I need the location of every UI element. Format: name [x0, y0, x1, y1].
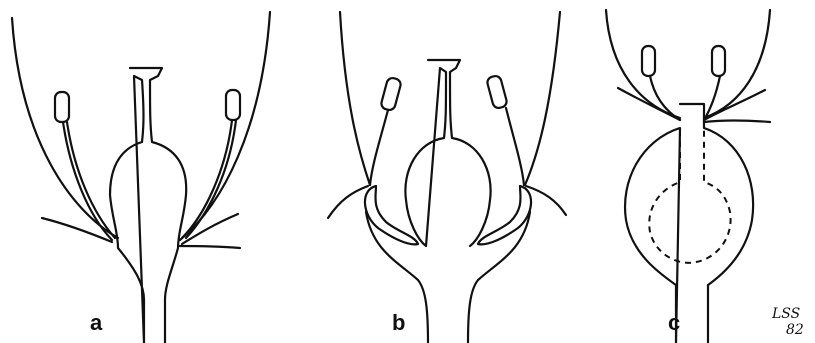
panel-c-locule: [649, 130, 730, 263]
panel-b-petal-left: [328, 186, 368, 218]
panel-c-ovary: [625, 104, 753, 343]
panel-c-petal-right2: [704, 121, 770, 123]
panel-a-perianth-right: [180, 12, 270, 240]
panel-c-petal-right: [704, 90, 765, 120]
panel-c-petal-left: [618, 88, 680, 120]
panel-a-filament-left2: [67, 122, 115, 238]
panel-b: b: [328, 12, 566, 343]
panel-a: a: [12, 12, 270, 343]
panel-b-pistil: [405, 60, 490, 246]
panel-b-filament-left: [370, 110, 388, 185]
panel-a-label: a: [90, 310, 103, 335]
panel-c-anther-right: [712, 46, 725, 76]
panel-b-perianth-left: [340, 12, 370, 185]
panel-c: c: [606, 10, 770, 343]
panel-b-anther-left: [380, 77, 402, 112]
panel-c-anther-left: [642, 46, 655, 76]
panel-b-filament-right: [506, 108, 524, 185]
panel-a-petal-right2: [180, 246, 240, 248]
panel-a-pistil: [110, 68, 186, 343]
panel-b-label: b: [392, 310, 405, 335]
artist-signature: LSS 82: [771, 306, 804, 338]
panel-c-perianth-right: [704, 10, 770, 118]
panel-b-receptacle: [366, 212, 530, 343]
panel-a-anther-left: [55, 92, 69, 122]
panel-a-anther-right: [226, 90, 240, 120]
panel-b-anther-right: [486, 75, 508, 110]
signature-year: 82: [786, 322, 804, 338]
signature-initials: LSS: [771, 306, 800, 322]
panel-c-label: c: [668, 310, 680, 335]
panel-b-perianth-right: [525, 12, 560, 185]
